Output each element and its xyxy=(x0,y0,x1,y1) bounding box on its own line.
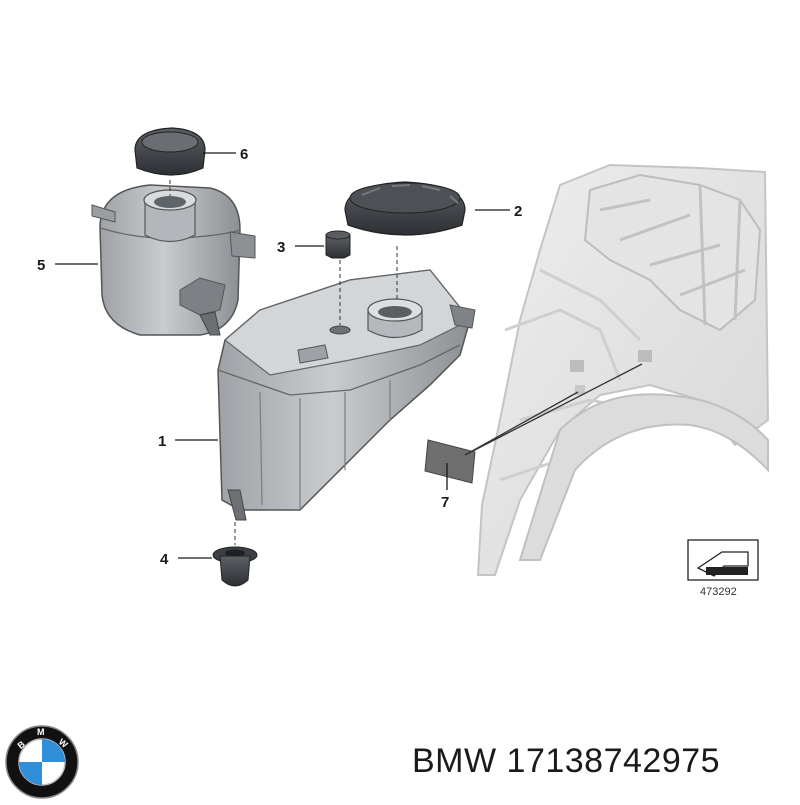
leader-lines xyxy=(55,152,510,559)
wheel-arch-panel xyxy=(476,163,770,576)
cap-large xyxy=(344,181,466,300)
svg-text:M: M xyxy=(37,727,45,737)
svg-text:B: B xyxy=(16,739,28,751)
expansion-tank-small xyxy=(91,184,256,336)
cap-small xyxy=(134,127,206,196)
brand-name: BMW xyxy=(412,742,497,780)
label-sticker xyxy=(424,363,643,484)
part-caption: BMW 17138742975 xyxy=(412,742,720,781)
callout-7: 7 xyxy=(441,494,449,511)
expansion-tank-large xyxy=(217,269,476,521)
grommet xyxy=(212,522,258,587)
callout-3: 3 xyxy=(277,239,285,256)
callout-4: 4 xyxy=(160,551,169,568)
plug-small xyxy=(325,230,351,325)
reference-number: 473292 xyxy=(700,586,737,598)
part-number: 17138742975 xyxy=(506,742,721,780)
bmw-logo: B M W xyxy=(4,724,80,800)
callout-6: 6 xyxy=(240,146,248,163)
bmw-logo-icon: B M W xyxy=(5,725,79,799)
reference-box: 473292 xyxy=(687,539,759,598)
callout-2: 2 xyxy=(514,203,522,220)
callout-1: 1 xyxy=(158,433,166,450)
callout-5: 5 xyxy=(37,257,45,274)
